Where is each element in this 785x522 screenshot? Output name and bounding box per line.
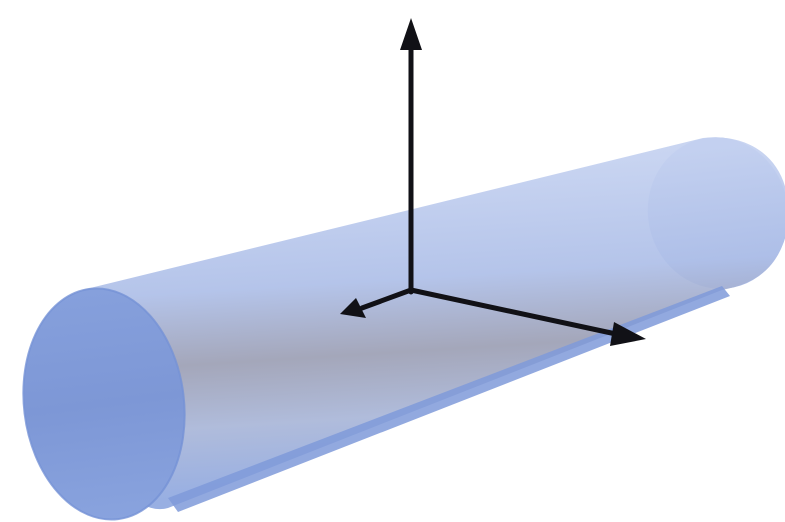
cylinder xyxy=(22,137,785,521)
cylinder-near-cap-rim xyxy=(22,287,186,521)
vertical-axis-arrow xyxy=(400,18,422,295)
right-axis-arrow xyxy=(408,287,646,346)
coordinate-axes xyxy=(340,18,646,346)
left-axis-arrow xyxy=(340,287,414,318)
cylinder-body xyxy=(82,137,785,510)
cylinder-lower-edge xyxy=(168,286,730,512)
cylinder-near-cap xyxy=(23,288,185,520)
